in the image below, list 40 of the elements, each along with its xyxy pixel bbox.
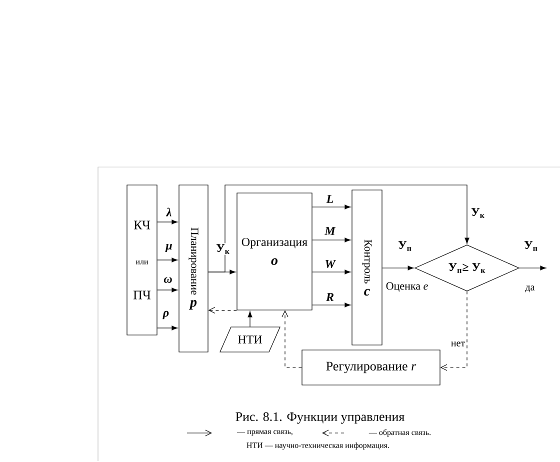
- arrow: [157, 258, 178, 262]
- edge-label: У$_{п}$: [397, 240, 413, 252]
- arrow: [312, 302, 351, 308]
- legend-text: — обратная связь.: [368, 429, 431, 437]
- edge-label: ρ: [162, 310, 170, 320]
- arrow: [312, 238, 351, 242]
- caption: Рис. 8.1. Функции управления: [236, 412, 404, 424]
- edge-label: нет: [450, 340, 466, 348]
- arrow: [248, 311, 252, 328]
- arrow: [208, 184, 470, 272]
- note: НТИ — научно-техническая информация.: [246, 442, 390, 450]
- arrow: [312, 204, 351, 210]
- edge-label: L: [325, 194, 335, 204]
- edge-label: λ: [165, 206, 173, 218]
- edge-label: У$_{п}$: [523, 240, 539, 252]
- note: Оценка e: [386, 282, 428, 292]
- input-parallelogram: НТИ: [220, 326, 280, 352]
- edge-label: У$_{к}$: [470, 207, 486, 219]
- arrow: [157, 326, 178, 330]
- arrow: [157, 288, 178, 292]
- arrow: [157, 220, 178, 224]
- arrow: [440, 290, 468, 371]
- edge-label: μ: [164, 242, 174, 254]
- arrow: [382, 266, 414, 270]
- regulation-box: Регулирование r: [302, 350, 440, 386]
- edge-label: W: [324, 258, 336, 270]
- edge-label: ω: [162, 276, 174, 284]
- arrow: [518, 266, 546, 270]
- edge-label: R: [325, 292, 335, 302]
- arrow: [282, 310, 302, 368]
- edge-label: У$_{к}$: [215, 243, 231, 255]
- organization-box: Организация o: [236, 192, 312, 310]
- planning-box: Планирование p: [178, 184, 208, 352]
- source-box: КЧ или ПЧ: [126, 184, 158, 336]
- arrow: [312, 270, 351, 274]
- edge-label: M: [324, 226, 336, 236]
- legend-text: — прямая связь,: [237, 430, 292, 436]
- control-box: Контроль c: [352, 190, 382, 346]
- note: да: [525, 286, 535, 292]
- arrow: [208, 307, 237, 314]
